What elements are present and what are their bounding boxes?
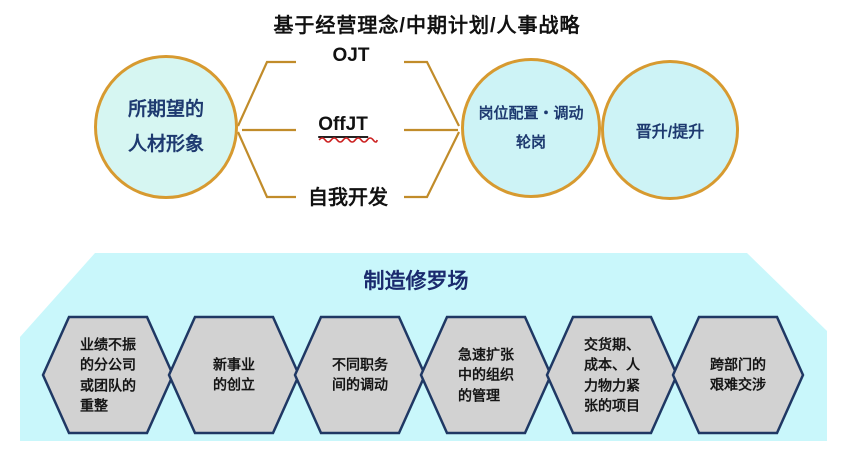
expected-talent-label: 所期望的 人材形象 [127, 98, 204, 155]
self-development-label: 自我开发 [308, 187, 388, 209]
hexagon-label-6: 跨部门的 艰难交涉 [710, 356, 766, 393]
diagram-title: 基于经营理念/中期计划/人事战略 [273, 15, 581, 37]
expected-talent-circle: 所期望的 人材形象 [94, 55, 238, 199]
connector-fan-right [404, 60, 460, 199]
connector-fan-left [236, 60, 296, 199]
promotion-circle: 晋升/提升 [601, 60, 739, 200]
hexagon-shape-6 [671, 315, 805, 435]
spellcheck-wavy-underline-icon [318, 137, 378, 143]
hexagon-label-2: 新事业 的创立 [213, 356, 255, 393]
ojt-label: OJT [332, 45, 370, 66]
hexagon-label-1: 业绩不振 的分公司 或团队的 重整 [80, 336, 136, 414]
promotion-label: 晋升/提升 [635, 124, 705, 141]
offjt-wrap: OffJT [318, 114, 378, 143]
job-assignment-label: 岗位配置・调动 轮岗 [478, 104, 584, 151]
hexagon-label-3: 不同职务 间的调动 [332, 356, 388, 393]
arena-title: 制造修罗场 [363, 270, 469, 293]
offjt-text: OffJT [318, 114, 368, 138]
job-assignment-circle: 岗位配置・调动 轮岗 [461, 58, 601, 198]
offjt-label: OffJT [318, 114, 378, 143]
hexagon-shapes [41, 315, 805, 435]
hexagon-label-5: 交货期、 成本、人 力物力紧 张的项目 [584, 336, 640, 414]
hexagon-label-4: 急速扩张 中的组织 的管理 [458, 346, 514, 404]
